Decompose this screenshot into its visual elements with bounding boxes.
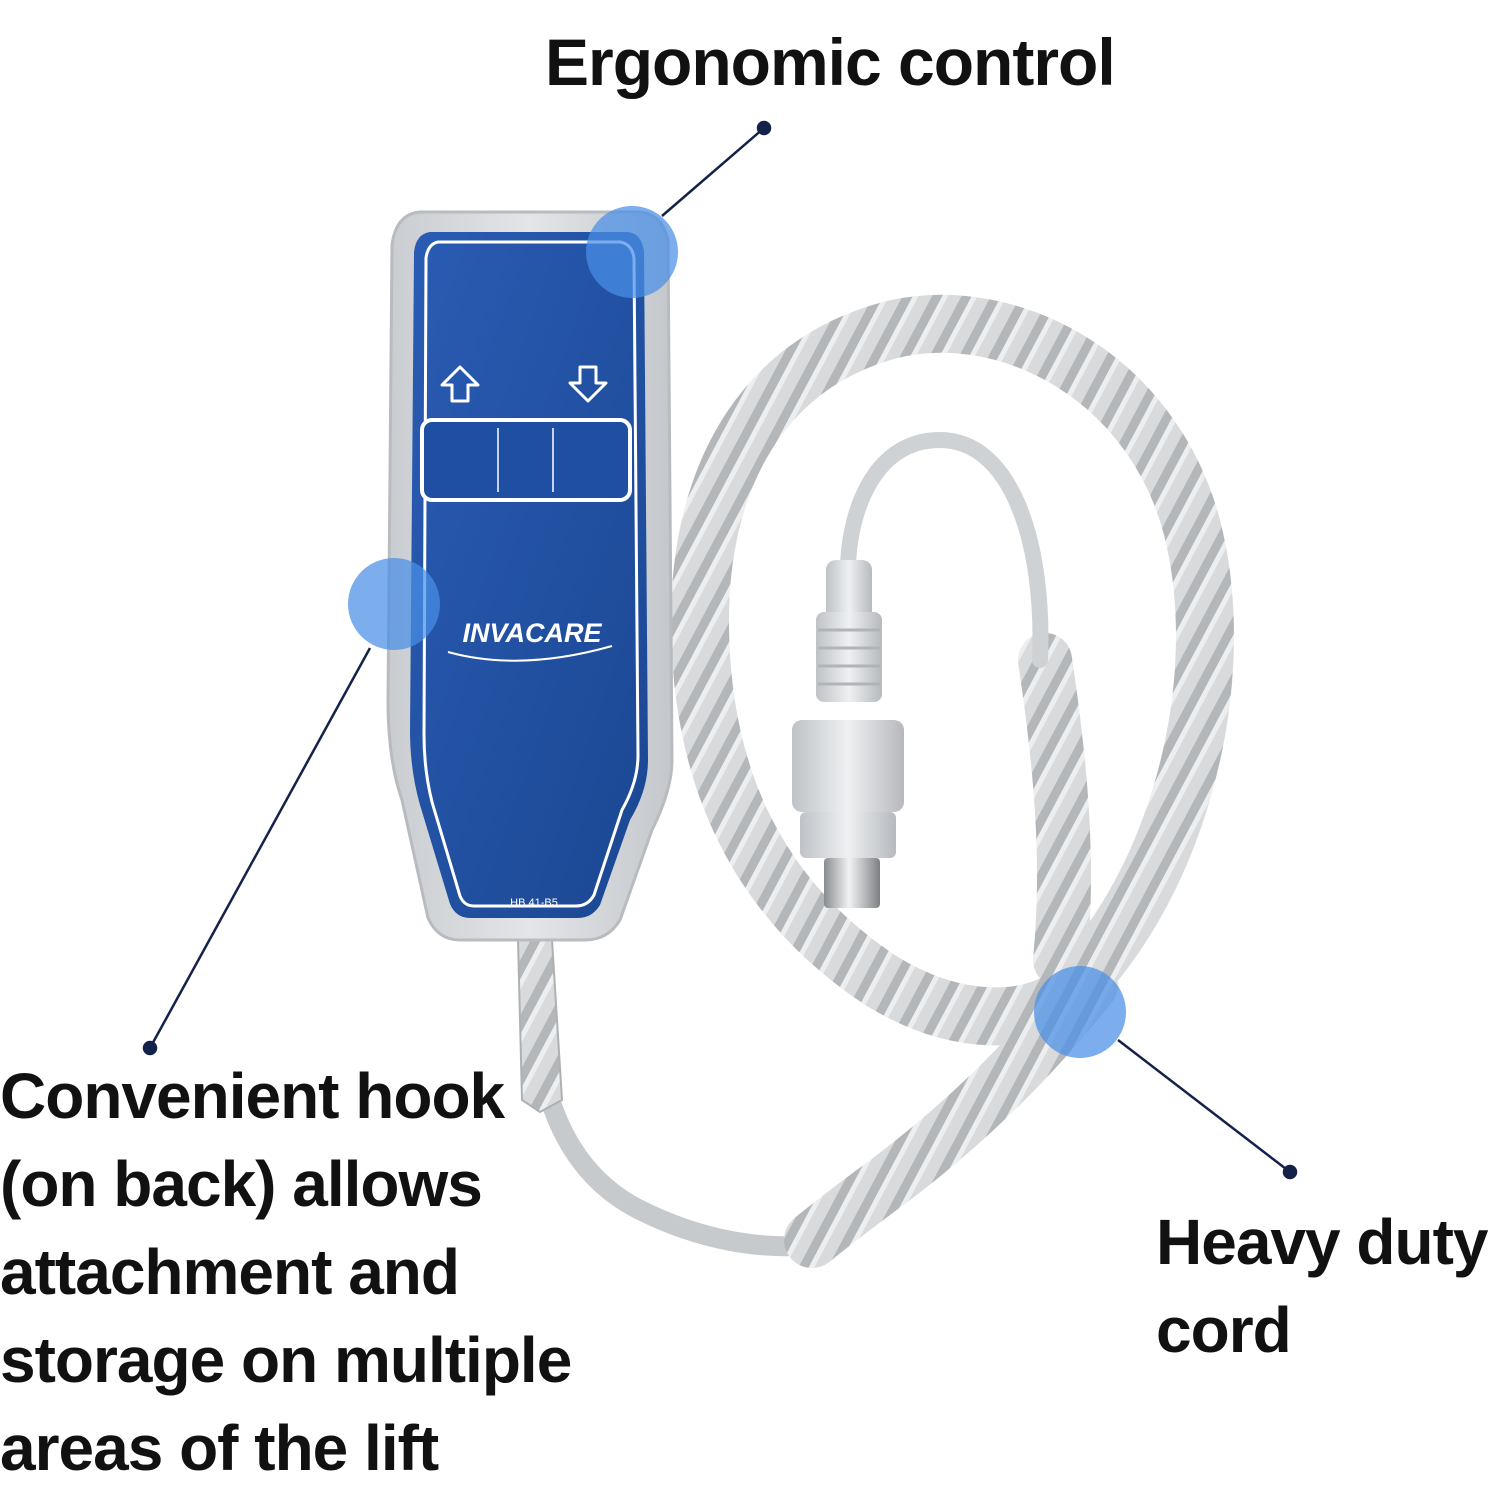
leader-dot-cord: [1282, 1164, 1298, 1180]
callout-line: areas of the lift: [0, 1412, 439, 1484]
leader-dot-hook: [142, 1040, 158, 1056]
connector-plug: [792, 560, 904, 908]
model-number: HB 41-B5: [510, 897, 558, 909]
button-strip: [420, 418, 632, 502]
brand-swoosh: [447, 645, 613, 662]
callout-line: Convenient hook: [0, 1060, 505, 1132]
callout-line: storage on multiple: [0, 1324, 572, 1396]
highlight-ergonomic: [586, 206, 678, 298]
highlight-cord: [1034, 966, 1126, 1058]
callout-line: Heavy duty: [1156, 1206, 1488, 1278]
callout-convenient-hook: Convenient hook (on back) allows attachm…: [0, 1052, 572, 1492]
arrow-down-icon: [568, 365, 608, 403]
highlight-hook: [348, 558, 440, 650]
leader-dot-ergonomic: [756, 120, 772, 136]
connector-cable: [840, 431, 1049, 668]
straight-cord: [524, 950, 822, 1257]
arrow-up-icon: [440, 365, 480, 403]
down-button[interactable]: [526, 424, 626, 496]
leader-hook: [148, 647, 372, 1049]
brand-logo: INVACARE: [462, 618, 602, 648]
coiled-cord: [670, 294, 1234, 1046]
up-button[interactable]: [426, 424, 526, 496]
callout-heavy-duty-cord: Heavy duty cord: [1156, 1198, 1488, 1374]
callout-ergonomic-control: Ergonomic control: [545, 22, 1116, 102]
panel-border: [422, 240, 640, 908]
handset-panel: [410, 232, 648, 918]
callout-line: attachment and: [0, 1236, 460, 1308]
callout-line: (on back) allows: [0, 1148, 483, 1220]
callout-line: cord: [1156, 1294, 1292, 1366]
leader-ergonomic: [661, 127, 765, 217]
callout-line: Ergonomic control: [545, 25, 1116, 99]
leader-cord: [1117, 1039, 1291, 1173]
coiled-cord-inner: [1018, 633, 1092, 987]
